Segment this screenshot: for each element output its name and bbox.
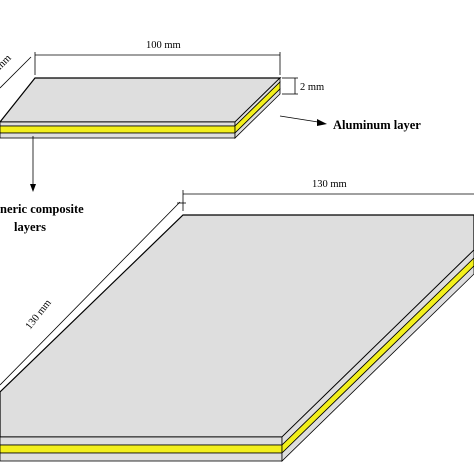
small-depth-label: mm xyxy=(0,53,14,72)
large-front-top-aluminum xyxy=(0,436,283,446)
small-width-label: 100 mm xyxy=(146,40,181,51)
small-front-composite xyxy=(0,125,236,134)
aluminum-layer-label: Aluminum layer xyxy=(333,118,421,132)
small-front-bottom-aluminum xyxy=(0,132,236,139)
large-front-bottom-aluminum xyxy=(0,452,283,462)
small-thickness-label: 2 mm xyxy=(300,82,324,93)
large-depth-label: 130 mm xyxy=(24,298,54,332)
small-plate-dimensions xyxy=(0,52,319,186)
large-side-bottom-aluminum xyxy=(281,265,474,462)
large-plate-dimensions xyxy=(0,190,474,386)
large-width-label: 130 mm xyxy=(312,179,347,190)
small-front-top-aluminum xyxy=(0,121,236,127)
aluminum-arrow-head xyxy=(317,119,327,126)
composite-layers-label-line1: neric composite xyxy=(0,202,84,216)
small-side-bottom-aluminum xyxy=(234,88,281,139)
large-plate xyxy=(0,214,474,462)
small-plate-top-face xyxy=(0,77,282,123)
composite-layers-label-line2: layers xyxy=(14,220,46,234)
large-front-composite xyxy=(0,444,283,454)
small-plate xyxy=(0,77,282,139)
large-side-top-aluminum xyxy=(281,249,474,446)
composite-arrow-head xyxy=(30,184,36,192)
large-side-composite xyxy=(281,257,474,454)
